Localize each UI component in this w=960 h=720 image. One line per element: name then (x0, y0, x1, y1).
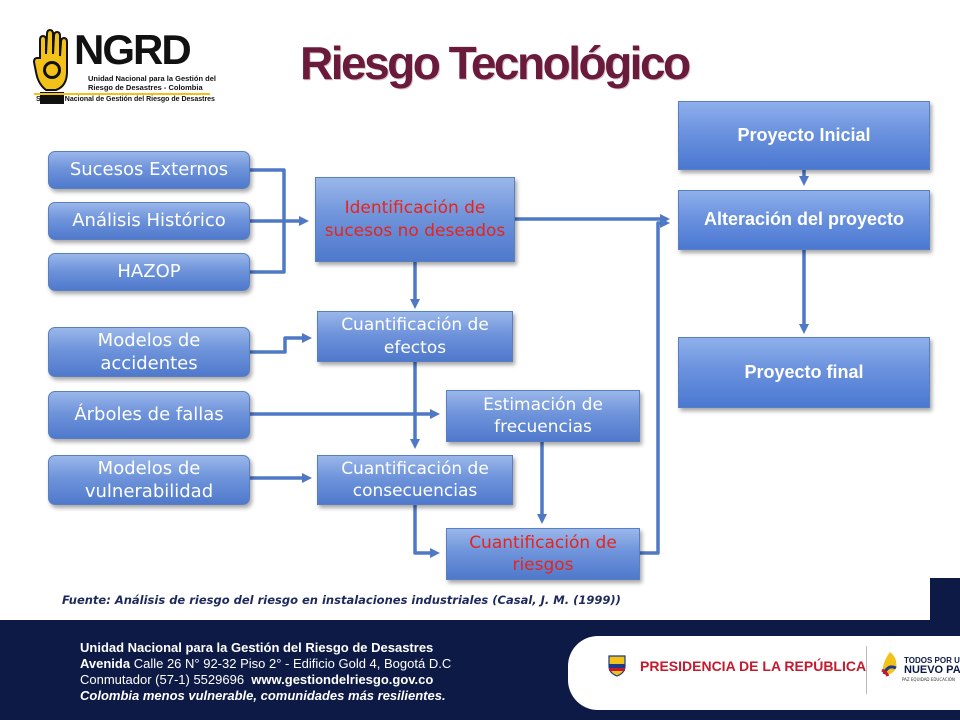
footer-slogan: Colombia menos vulnerable, comunidades m… (80, 688, 446, 703)
todos-por-un-nuevo-pais-label: TODOS POR UN NUEVO PAÍS (904, 656, 960, 676)
box-proyecto-inicial: Proyecto Inicial (678, 101, 930, 170)
arrow-sucesos (250, 168, 286, 220)
box-cuantificacion-riesgos: Cuantificación de riesgos (446, 528, 640, 580)
box-alteracion-proyecto: Alteración del proyecto (678, 190, 930, 250)
logo-wordmark: NGRD (74, 26, 192, 73)
logo-line-2: Riesgo de Desastres - Colombia (88, 83, 203, 92)
box-proyecto-final: Proyecto final (678, 337, 930, 408)
arrow-riesgos-alteracion (640, 218, 670, 555)
hand-emblem-icon (32, 28, 68, 104)
box-identificacion: Identificación de sucesos no deseados (315, 177, 515, 262)
colombia-coat-of-arms-icon (608, 655, 626, 677)
box-cuantificacion-consecuencias: Cuantificación de consecuencias (317, 455, 513, 505)
gov-separator (866, 646, 867, 694)
arrow-hazop (250, 222, 286, 274)
box-arboles-fallas: Árboles de fallas (48, 391, 250, 439)
government-panel (568, 636, 960, 710)
footer-org: Unidad Nacional para la Gestión del Ries… (80, 640, 434, 655)
box-modelos-accidentes: Modelos de accidentes (48, 327, 250, 377)
page-title: Riesgo Tecnológico (300, 37, 691, 89)
ngrd-logo: NGRD Unidad Nacional para la Gestión del… (32, 26, 222, 110)
presidencia-label: PRESIDENCIA DE LA REPÚBLICA (640, 658, 867, 674)
box-analisis-historico: Análisis Histórico (48, 202, 250, 240)
box-estimacion-frecuencias: Estimación de frecuencias (446, 390, 640, 442)
paz-equidad-educacion-label: PAZ EQUIDAD EDUCACIÓN (902, 677, 955, 682)
footer-website-link: www.gestiondelriesgo.gov.co (251, 672, 434, 687)
logo-line-1: Unidad Nacional para la Gestión del (88, 74, 216, 83)
footer-contact: Conmutador (57-1) 5529696 www.gestiondel… (80, 672, 434, 687)
logo-line-3: Sistema Nacional de Gestión del Riesgo d… (36, 96, 215, 103)
box-cuantificacion-efectos: Cuantificación de efectos (317, 311, 513, 362)
box-hazop: HAZOP (48, 253, 250, 291)
box-sucesos-externos: Sucesos Externos (48, 151, 250, 189)
box-modelos-vulnerabilidad: Modelos de vulnerabilidad (48, 455, 250, 505)
source-citation: Fuente: Análisis de riesgo del riesgo en… (62, 593, 621, 607)
footer-address: Avenida Calle 26 N° 92-32 Piso 2° - Edif… (80, 656, 452, 671)
footer-side-strip (930, 578, 960, 620)
arrow-modelos-accidentes (250, 333, 312, 354)
todos-por-un-nuevo-pais-icon (881, 652, 897, 677)
logo-divider (34, 93, 210, 95)
arrow-consecuencias-riesgos (413, 505, 440, 558)
